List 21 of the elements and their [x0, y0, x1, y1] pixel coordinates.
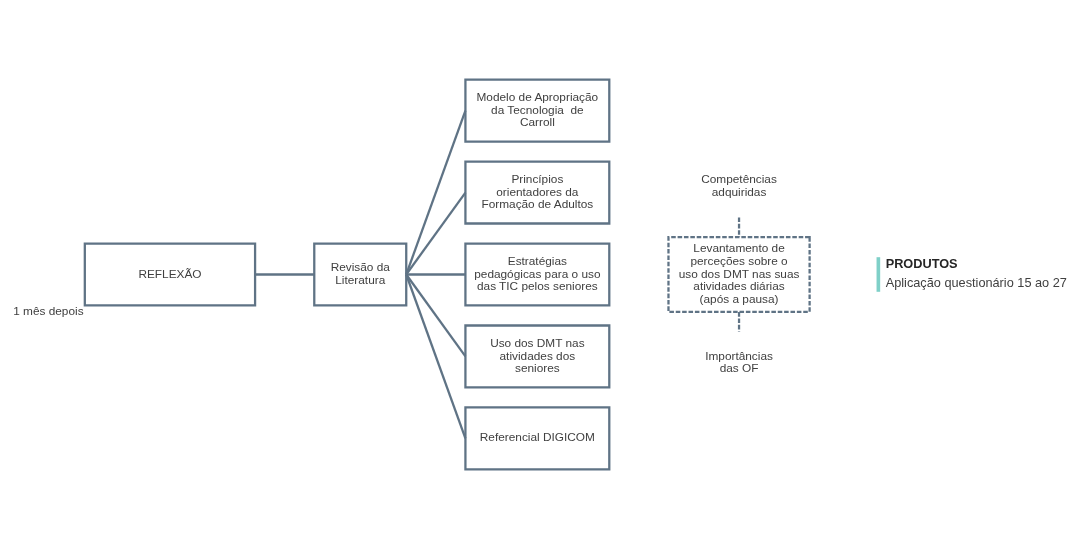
node-box: Uso dos DMT nas atividades dos seniores: [464, 323, 611, 389]
node-label: 1 mês depois: [13, 303, 84, 318]
connector: [405, 109, 467, 275]
connector: [737, 311, 741, 332]
connector: [405, 273, 467, 439]
node-box: Estratégias pedagógicas para o uso das TIC pelos seniores: [464, 241, 611, 307]
label: Aplicação questionário 15 ao 27: [885, 274, 1067, 290]
node-text: Competências adquiridas: [701, 171, 777, 199]
connector: [405, 191, 467, 275]
node-box: Levantamento de perceções sobre o uso dos DMT nas suas atividades diárias (após a pausa): [667, 235, 811, 313]
node-text: Importâncias das OF: [705, 348, 773, 375]
connector: [406, 272, 466, 276]
node-box: Revisão da Literatura: [313, 241, 408, 307]
node-box: Princípios orientadores da Formação de Adultos: [464, 159, 611, 225]
node-box: Modelo de Apropriação da Tecnologia de Carroll: [464, 78, 611, 143]
connector: [737, 217, 741, 237]
connector: [405, 273, 467, 357]
connector: [255, 272, 315, 276]
node-box: Referencial DIGICOM: [464, 405, 611, 470]
node-box: REFLEXÃO: [83, 241, 257, 307]
label: PRODUTOS: [885, 255, 958, 271]
